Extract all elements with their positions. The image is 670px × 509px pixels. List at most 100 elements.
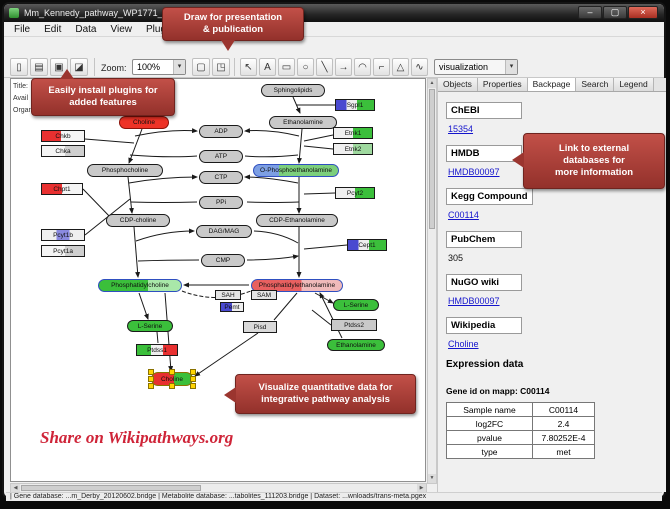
selection-handle[interactable] [190,376,196,382]
pathway-node-ethanolamine[interactable]: Ethanolamine [269,116,337,129]
pathway-node-pisd[interactable]: Pisd [243,321,277,333]
pathway-node-pemt[interactable]: Pemt [220,302,244,312]
pathway-node-sphingolipids[interactable]: Sphingolipids [261,84,325,97]
pathway-node-pcyt2[interactable]: Pcyt2 [335,187,375,199]
pathway-node-cept1[interactable]: Cept1 [347,239,387,251]
pathway-node-atp[interactable]: ATP [199,150,243,163]
pathway-node-sam[interactable]: SAM [251,290,277,300]
table-cell: C00114 [532,402,595,417]
visualization-combobox[interactable]: visualization ▾ [434,59,518,75]
pathway-node-l-serine[interactable]: L-Serine [333,299,379,311]
pathway-node-l-serine[interactable]: L-Serine [127,320,173,332]
pathway-node-ethanolamine[interactable]: Ethanolamine [327,339,385,351]
pathway-node-sah[interactable]: SAH [215,290,241,300]
select-tool-button[interactable]: ↖ [240,58,257,76]
zoom-region-button[interactable]: ◳ [212,58,230,76]
pathway-node-ctp[interactable]: CTP [199,171,243,184]
callout-text: more information [554,167,634,178]
pathway-node-dag-mag[interactable]: DAG/MAG [196,225,252,238]
external-link[interactable]: HMDB00097 [448,167,500,177]
connector-tool-button[interactable]: ∿ [411,58,428,76]
vertical-scrollbar[interactable]: ▲ ▼ [427,78,437,484]
window-controls: –▢× [578,6,658,19]
pathway-node-ppi[interactable]: PPi [199,196,243,209]
pathway-node-etnk2[interactable]: Etnk2 [333,143,373,155]
pathway-node-o-phosphoethanolamine[interactable]: O-Phosphoethanolamine [253,164,339,177]
external-link[interactable]: HMDB00097 [448,296,500,306]
scroll-up-icon[interactable]: ▲ [428,79,436,88]
table-cell: 7.80252E-4 [532,430,595,445]
pathway-node-ptdss1[interactable]: Ptdss1 [136,344,178,356]
zoom-combobox[interactable]: 100% ▾ [132,59,186,75]
bracket-tool-button[interactable]: ⌐ [373,58,390,76]
scroll-down-icon[interactable]: ▼ [428,474,436,483]
line-tool-button[interactable]: ╲ [316,58,333,76]
pathway-node-sgpl1[interactable]: Sgpl1 [335,99,375,111]
menu-item-data[interactable]: Data [75,23,97,35]
tab-legend[interactable]: Legend [614,78,654,91]
pathway-node-choline[interactable]: Choline [119,116,169,129]
tab-backpage[interactable]: Backpage [527,78,577,91]
close-button[interactable]: × [628,6,658,19]
external-link[interactable]: 15354 [448,124,474,134]
pathway-node-cdp-ethanolamine[interactable]: CDP-Ethanolamine [256,214,338,227]
section-header-wikipedia: Wikipedia [446,317,522,334]
arrow-tool-button[interactable]: → [335,58,352,76]
expression-data-title: Expression data [446,359,524,370]
pathway-node-pcyt1a[interactable]: Pcyt1a [41,245,85,257]
menu-item-file[interactable]: File [14,23,31,35]
selection-handle[interactable] [169,383,175,389]
pathway-node-chka[interactable]: Chka [41,145,85,157]
maximize-button[interactable]: ▢ [603,6,627,19]
external-link[interactable]: Choline [448,339,479,349]
pathway-node-ptdss2[interactable]: Ptdss2 [331,319,377,331]
selection-handle[interactable] [190,369,196,375]
scrollbar-thumb[interactable] [21,485,201,491]
scroll-right-icon[interactable]: ▶ [417,484,426,492]
node-label: CMP [215,257,231,264]
toolbar-separator [94,58,95,76]
pathway-node-cmp[interactable]: CMP [201,254,245,267]
pathway-node-adp[interactable]: ADP [199,125,243,138]
pathway-node-chpt1[interactable]: Chpt1 [41,183,83,195]
triangle-tool-button[interactable]: △ [392,58,409,76]
pathway-node-pcyt1b[interactable]: Pcyt1b [41,229,85,241]
selection-handle[interactable] [148,369,154,375]
selection-handle[interactable] [190,383,196,389]
minimize-icon: – [587,7,593,17]
rect-tool-button[interactable]: ▭ [278,58,295,76]
section-header-hmdb: HMDB [446,145,522,162]
title-bar[interactable]: Mm_Kennedy_pathway_WP1771_45176.gp... –▢… [4,4,664,22]
pathway-node-phosphocholine[interactable]: Phosphocholine [87,164,163,177]
text-label-tool-button[interactable]: A [259,58,276,76]
selection-handle[interactable] [148,376,154,382]
tab-search[interactable]: Search [576,78,615,91]
pathway-node-etnk1[interactable]: Etnk1 [333,127,373,139]
gene-id-label: Gene id on mapp: C00114 [446,386,550,396]
selection-handle[interactable] [148,383,154,389]
new-file-button[interactable]: ▯ [10,58,28,76]
tab-objects[interactable]: Objects [438,78,478,91]
menu-item-view[interactable]: View [110,23,132,35]
external-link[interactable]: C00114 [448,210,479,220]
ellipse-tool-button[interactable]: ○ [297,58,314,76]
scrollbar-thumb[interactable] [429,89,435,229]
minimize-button[interactable]: – [578,6,602,19]
arc-tool-button[interactable]: ◠ [354,58,371,76]
pathway-node-chkb[interactable]: Chkb [41,130,85,142]
tab-properties[interactable]: Properties [477,78,528,91]
open-file-button[interactable]: ▤ [30,58,48,76]
pathway-node-cdp-choline[interactable]: CDP-choline [106,214,170,227]
fit-window-button[interactable]: ▢ [192,58,210,76]
pathway-node-phosphatidylcholine[interactable]: Phosphatidylcholine [98,279,182,292]
export-image-button[interactable]: ◪ [70,58,88,76]
node-label: Chpt1 [53,185,71,193]
menu-item-edit[interactable]: Edit [44,23,62,35]
scroll-left-icon[interactable]: ◀ [11,484,20,492]
toolbar: ▯▤▣◪ Zoom: 100% ▾ ▢◳ ↖A▭○╲→◠⌐△∿ visualiz… [4,38,664,78]
selection-handle[interactable] [169,369,175,375]
